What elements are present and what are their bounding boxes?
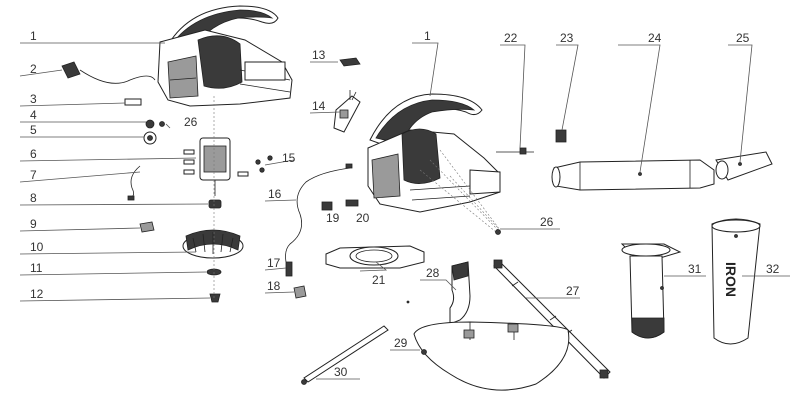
lock-rod [496,147,534,155]
tube-logo: IRON [723,262,739,297]
shoulder-strap [301,325,389,385]
power-cord [61,61,156,84]
callout-27: 27 [566,284,580,298]
leader-lines [19,42,790,380]
vacuum-tube [620,243,682,339]
callout-5: 5 [30,123,37,137]
fuse [345,199,359,207]
connector [285,261,293,277]
vacuum-tube-logo: IRON [711,218,761,345]
callout-13: 13 [312,48,326,62]
callout-22: 22 [504,31,518,45]
callout-10: 10 [30,240,44,254]
cord-clamp [124,98,142,106]
bag-neck [449,261,471,325]
callout-23: 23 [560,31,574,45]
concentrator-nozzle [715,151,773,181]
blower-tube [551,159,715,191]
callout-1-left: 1 [30,29,37,43]
impeller-bolt [209,293,221,303]
stray-dot [406,300,410,304]
housing-half-right [367,93,501,233]
wire-harness [285,163,353,263]
intake-plate [325,245,425,269]
callout-30: 30 [334,365,348,379]
callout-14: 14 [312,99,326,113]
callout-20: 20 [356,211,370,225]
cable-clip [293,285,307,299]
callout-9: 9 [30,217,37,231]
callout-7: 7 [30,168,37,182]
motor [183,137,249,196]
screw-small [145,119,165,129]
capacitor [143,131,157,145]
screw-bottom [495,229,501,235]
callout-12: 12 [30,287,44,301]
switch-cover [339,57,361,67]
speed-switch [333,90,361,133]
callout-8: 8 [30,191,37,205]
shaft-nut [208,199,222,209]
screws-set [255,155,273,173]
callout-15: 15 [282,151,296,165]
callout-1-right: 1 [424,29,431,43]
callout-18: 18 [267,279,281,293]
switch-clip [139,221,155,233]
callout-32: 32 [766,262,780,276]
terminal-block [321,201,333,211]
callout-16: 16 [268,187,282,201]
callout-19: 19 [326,211,340,225]
impeller [182,229,244,259]
callout-numbers: 1 2 3 4 5 6 7 8 9 10 11 12 13 14 15 16 1… [30,29,780,379]
callout-31: 31 [688,262,702,276]
callout-28: 28 [426,266,440,280]
callout-17: 17 [267,256,281,270]
callout-26-right: 26 [540,215,554,229]
latch [555,129,567,143]
switch-wire [127,165,141,201]
callout-26-left: 26 [184,115,198,129]
callout-6: 6 [30,147,37,161]
callout-24: 24 [648,31,662,45]
callout-21: 21 [372,273,386,287]
callout-4: 4 [30,108,37,122]
housing-half-left [157,5,293,107]
callout-3: 3 [30,92,37,106]
callout-25: 25 [736,31,750,45]
collection-bag [413,321,570,391]
callout-11: 11 [30,261,43,275]
callout-29: 29 [394,336,408,350]
callout-2: 2 [30,62,37,76]
